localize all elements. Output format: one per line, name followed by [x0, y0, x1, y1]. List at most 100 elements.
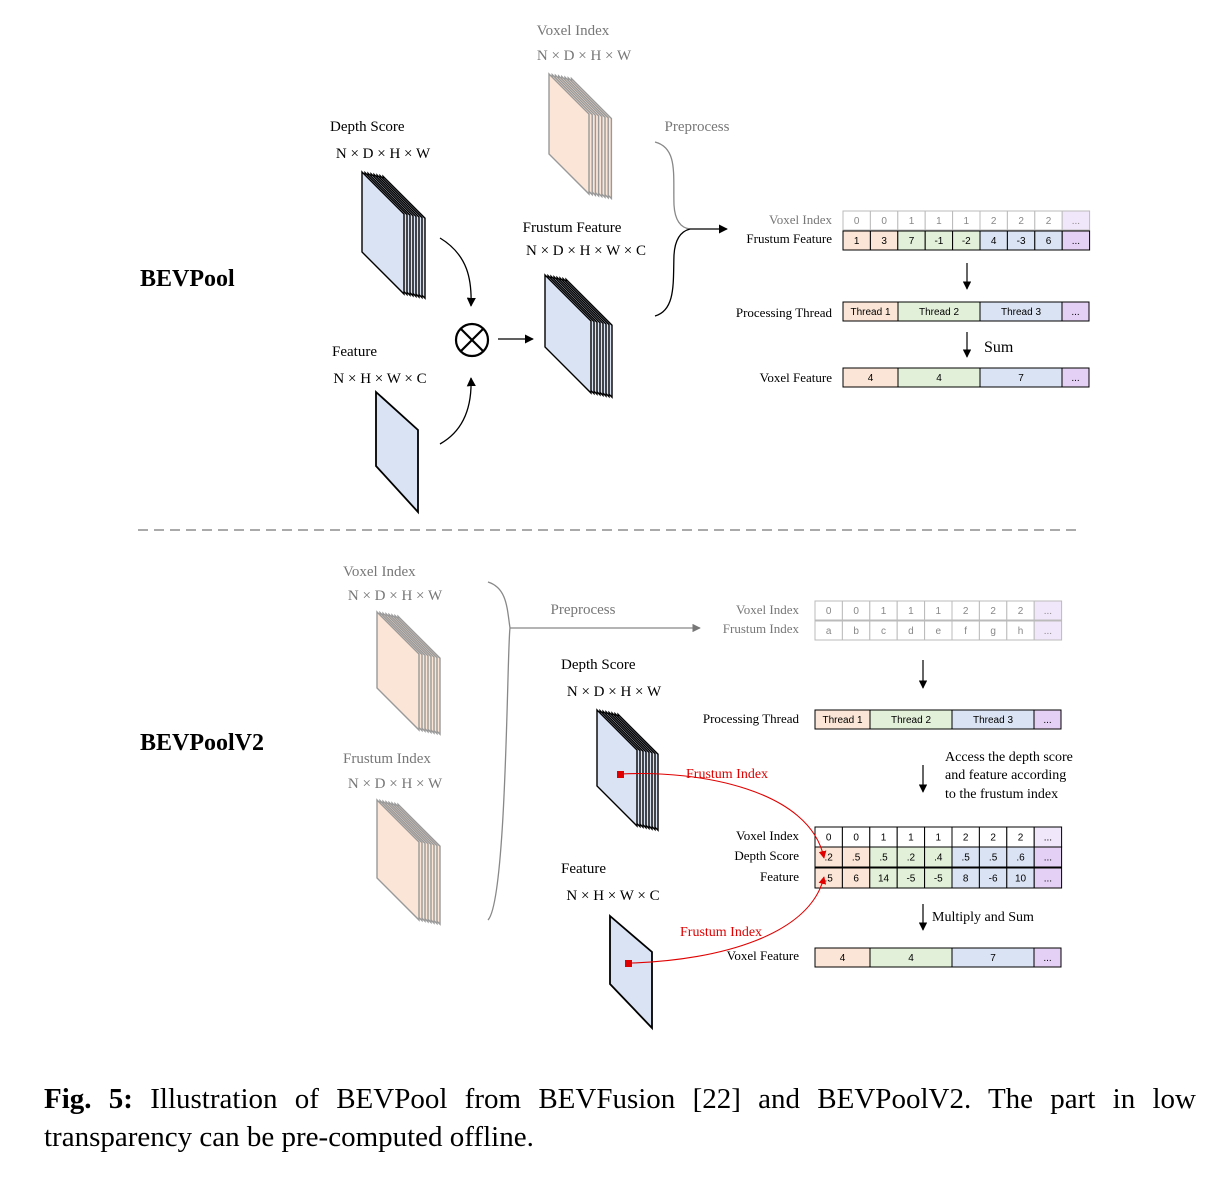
table-cell — [1061, 367, 1090, 388]
table-cell-text: -6 — [989, 874, 998, 885]
v2-voxel-feature-label: Voxel Feature — [727, 948, 800, 963]
table-cell-text: 4 — [991, 236, 997, 247]
voxel-index-slab — [548, 72, 590, 196]
sum-label: Sum — [984, 339, 1014, 356]
voxel-index-dims: N × D × H × W — [537, 48, 632, 64]
frustum-feature-tensor-stack — [544, 273, 613, 399]
table-cell-text: 8 — [963, 874, 969, 885]
table-cell — [1033, 620, 1063, 641]
table-cell — [1061, 210, 1091, 231]
frustum-feature-label: Frustum Feature — [523, 220, 622, 236]
table-cell-text: .2 — [825, 853, 834, 864]
caption-prefix: Fig. 5: — [44, 1083, 133, 1115]
v2-frustum-index-tensor-stack — [376, 798, 441, 926]
table-cell-text: 0 — [881, 216, 887, 227]
table-cell-text: ... — [1044, 833, 1052, 844]
v2-depth-score-slab — [596, 708, 638, 828]
table-cell-text: 2 — [963, 606, 969, 617]
table-cell-text: d — [908, 626, 914, 637]
table-cell-text: 2 — [1018, 606, 1024, 617]
bevpool-diagram: BEVPool Voxel Index N × D × H × W Depth … — [138, 23, 1091, 1031]
table-cell-text: ... — [1071, 307, 1079, 318]
table-cell-text: 1 — [908, 833, 914, 844]
v2-depth-index-marker — [617, 771, 624, 778]
table-cell-text: .5 — [962, 853, 971, 864]
caption-text: Illustration of BEVPool from BEVFusion [… — [44, 1083, 1196, 1153]
feature-label: Feature — [332, 344, 377, 360]
table-cell-text: 3 — [881, 236, 887, 247]
v2-voxel-index-tensor-stack — [376, 610, 441, 736]
table-cell-text: -3 — [1017, 236, 1026, 247]
voxel-index-tensor-stack — [548, 72, 613, 201]
table-cell-text: 1 — [909, 216, 915, 227]
table-cell — [1061, 301, 1090, 322]
table-cell-text: ... — [1072, 216, 1080, 227]
voxel-index-label: Voxel Index — [537, 23, 610, 39]
table-cell-text: 2 — [1018, 216, 1024, 227]
row-label-voxel-index: Voxel Index — [769, 212, 832, 227]
table-cell-text: 2 — [990, 833, 996, 844]
table-cell-text: g — [990, 626, 996, 637]
table-cell-text: 2 — [1046, 216, 1052, 227]
depth-score-tensor-stack — [361, 170, 426, 300]
table-cell-text: 2 — [991, 216, 997, 227]
v2-row2-label-feature: Feature — [760, 869, 799, 884]
table-cell-text: 1 — [881, 833, 887, 844]
feature-to-multiply-arrow — [439, 377, 476, 445]
table-processing-thread: Thread 1 Thread 2 Thread 3... — [842, 301, 1090, 322]
v2-depth-score-dims: N × D × H × W — [567, 684, 662, 700]
table-cell-text: 0 — [826, 833, 832, 844]
bevpoolv2-title: BEVPoolV2 — [140, 730, 264, 756]
v2-feature-tensor — [609, 914, 653, 1031]
table-cell-text: .5 — [879, 853, 888, 864]
v2-table-depth-score: .2.5.5.2.4.5.5.6... — [814, 846, 1063, 868]
processing-thread-label: Processing Thread — [736, 305, 833, 320]
depth-score-dims: N × D × H × W — [336, 146, 431, 162]
table-cell-text: 0 — [853, 833, 859, 844]
access-text-line3: to the frustum index — [945, 787, 1058, 802]
table-cell-text: Thread 2 — [919, 307, 959, 318]
table-cell-text: .5 — [989, 853, 998, 864]
table-cell-text: h — [1018, 626, 1024, 637]
table-cell-text: Thread 3 — [1001, 307, 1041, 318]
v2-frustum-index-dims: N × D × H × W — [348, 776, 443, 792]
voxel-feature-label: Voxel Feature — [760, 370, 833, 385]
frustum-index-arrow-feature — [631, 876, 827, 964]
table-cell-text: 4 — [868, 373, 874, 384]
table-cell-text: 2 — [990, 606, 996, 617]
v2-processing-thread-label: Processing Thread — [703, 711, 800, 726]
table-cell-text: Thread 3 — [973, 715, 1013, 726]
depth-score-label: Depth Score — [330, 119, 405, 135]
table-cell-text: ... — [1044, 853, 1052, 864]
v2-depth-score-label: Depth Score — [561, 657, 636, 673]
table-cell-text: 6 — [1046, 236, 1052, 247]
table-cell-text: 0 — [826, 606, 832, 617]
frustum-index-arrow-label-2: Frustum Index — [680, 925, 762, 940]
feature-tensor — [375, 389, 419, 515]
table-cell — [1033, 709, 1062, 730]
table-cell-text: 4 — [908, 953, 914, 964]
frustum-index-arrow-depth — [620, 772, 827, 859]
bevpool-title: BEVPool — [140, 266, 235, 292]
figure-caption: Fig. 5: Illustration of BEVPool from BEV… — [44, 1080, 1196, 1156]
row-label-frustum-feature: Frustum Feature — [746, 231, 832, 246]
v2-frustum-index-slab — [376, 798, 420, 922]
v2-voxel-index-dims: N × D × H × W — [348, 588, 443, 604]
v2-feature-dims: N × H × W × C — [566, 888, 659, 904]
v2-row-label-frustum-index: Frustum Index — [723, 621, 800, 636]
table-cell-text: -5 — [934, 874, 943, 885]
table-cell-text: 1 — [881, 606, 887, 617]
table-cell — [1033, 600, 1063, 621]
table-cell-text: 7 — [909, 236, 915, 247]
table-cell-text: Thread 1 — [850, 307, 890, 318]
depth-to-multiply-arrow — [439, 237, 476, 307]
table-cell-text: .6 — [1016, 853, 1025, 864]
table-cell-text: 1 — [908, 606, 914, 617]
table-cell-text: .5 — [825, 874, 834, 885]
